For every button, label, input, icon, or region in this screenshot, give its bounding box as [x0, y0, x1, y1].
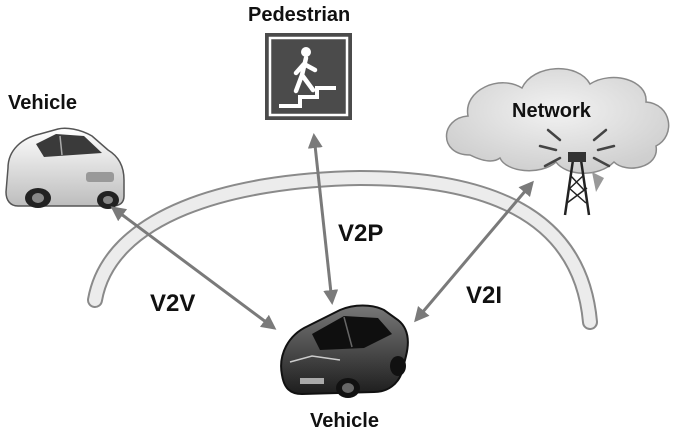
v2p-label: V2P — [338, 220, 384, 247]
vehicle-center-label: Vehicle — [310, 410, 379, 432]
v2p-arrow — [307, 133, 339, 305]
pedestrian-label: Pedestrian — [248, 4, 351, 26]
v2v-arrow — [110, 206, 277, 330]
pedestrian-sign-icon — [265, 33, 352, 120]
network-label: Network — [512, 100, 591, 122]
v2i-label: V2I — [466, 282, 503, 309]
v2v-label: V2V — [150, 290, 196, 317]
vehicle-left-car-icon — [5, 127, 125, 209]
vehicle-left-label: Vehicle — [8, 92, 77, 114]
cell-tower-icon — [538, 128, 616, 216]
vehicle-center-car-icon — [280, 304, 409, 398]
v2i-arrow — [414, 180, 534, 323]
